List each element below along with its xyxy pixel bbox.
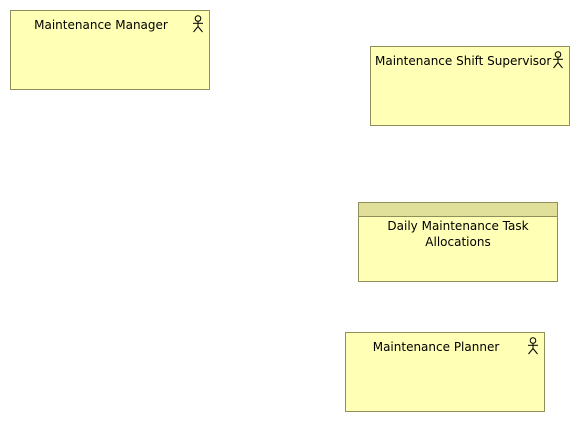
maintenance-shift-supervisor-actor[interactable]: Maintenance Shift Supervisor	[370, 46, 570, 126]
node-label: Maintenance Shift Supervisor	[375, 54, 552, 68]
actor-icon	[527, 337, 539, 355]
maintenance-planner-actor[interactable]: Maintenance Planner	[345, 332, 545, 412]
maintenance-manager-actor[interactable]: Maintenance Manager	[10, 10, 210, 90]
node-label: Maintenance Planner	[372, 340, 500, 354]
actor-icon	[552, 51, 564, 69]
actor-icon	[192, 15, 204, 33]
node-label: Maintenance Manager	[34, 18, 168, 32]
daily-maintenance-task-allocations-object[interactable]: Daily Maintenance Task Allocations	[358, 202, 558, 282]
object-header-bar	[359, 203, 557, 217]
node-label: Daily Maintenance Task Allocations	[387, 219, 529, 249]
